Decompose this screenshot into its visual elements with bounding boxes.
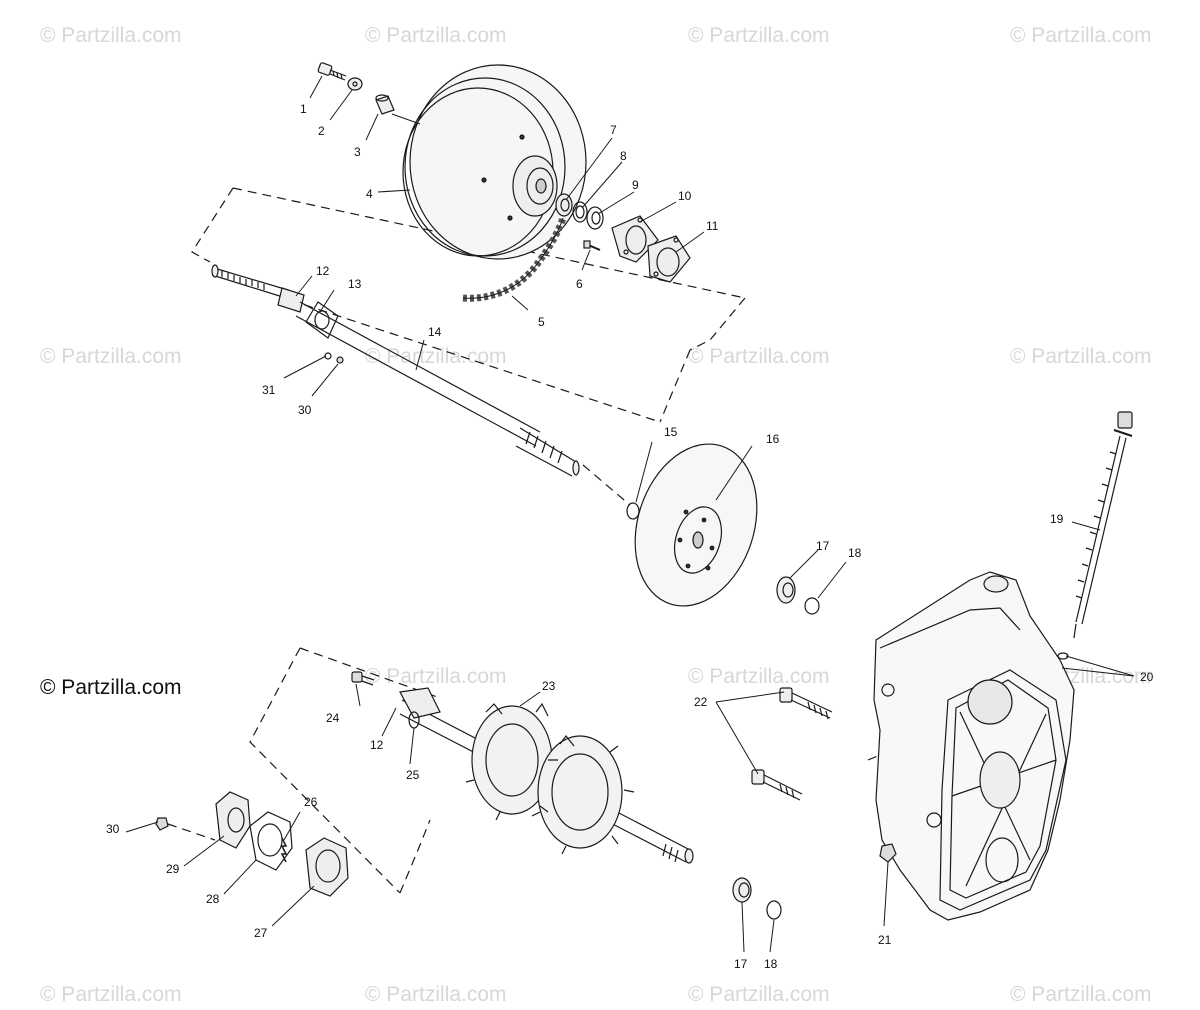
brake-disc-16 xyxy=(634,443,758,607)
bolt-22 xyxy=(751,687,833,801)
callout-7: 7 xyxy=(610,123,617,137)
callout-12: 12 xyxy=(316,264,330,278)
callout-21: 21 xyxy=(878,933,892,947)
watermark: © Partzilla.com xyxy=(365,24,507,47)
callout-30-lower: 30 xyxy=(106,822,120,836)
watermark: © Partzilla.com xyxy=(40,983,182,1006)
chaincase-housing xyxy=(873,571,1075,921)
spring-26 xyxy=(280,837,288,863)
drive-shaft-23 xyxy=(399,687,694,864)
callout-8: 8 xyxy=(620,149,627,163)
callout-27: 27 xyxy=(254,926,268,940)
watermark: © Partzilla.com xyxy=(688,665,830,688)
callout-5: 5 xyxy=(538,315,545,329)
flange-11 xyxy=(647,235,691,283)
bolt-24 xyxy=(351,671,375,686)
spacer-3 xyxy=(375,94,395,115)
callout-23: 23 xyxy=(542,679,556,693)
plate-13 xyxy=(305,301,339,339)
nut-21 xyxy=(879,843,897,863)
leader-lines xyxy=(125,75,1135,953)
driven-sprocket-4 xyxy=(402,64,587,260)
watermark: © Partzilla.com xyxy=(365,665,507,688)
callout-22: 22 xyxy=(694,695,708,709)
o-ring-18-lower xyxy=(766,900,782,920)
callout-24: 24 xyxy=(326,711,340,725)
callout-13: 13 xyxy=(348,277,362,291)
watermark: © Partzilla.com xyxy=(365,983,507,1006)
watermark: © Partzilla.com xyxy=(365,345,507,368)
snap-ring-15 xyxy=(626,502,640,520)
callout-31: 31 xyxy=(262,383,276,397)
watermark: © Partzilla.com xyxy=(688,24,830,47)
callout-18-lower: 18 xyxy=(764,957,778,971)
bolt-1 xyxy=(317,62,347,81)
chain-5 xyxy=(462,216,567,302)
callout-30: 30 xyxy=(298,403,312,417)
watermark: © Partzilla.com xyxy=(40,24,182,47)
o-ring-18 xyxy=(804,597,820,615)
callout-14: 14 xyxy=(428,325,442,339)
callout-17: 17 xyxy=(816,539,830,553)
callout-19: 19 xyxy=(1050,512,1064,526)
bearing-17 xyxy=(776,576,796,604)
callout-6: 6 xyxy=(576,277,583,291)
callout-26: 26 xyxy=(304,795,318,809)
callout-18: 18 xyxy=(848,546,862,560)
brand-label: © Partzilla.com xyxy=(40,676,182,699)
bearing-17-lower xyxy=(732,877,752,903)
callout-10: 10 xyxy=(678,189,692,203)
callout-20: 20 xyxy=(1140,670,1154,684)
callout-11: 11 xyxy=(706,219,719,233)
bearing-7 xyxy=(555,193,573,217)
screw-6 xyxy=(583,240,601,251)
flange-10 xyxy=(611,215,659,263)
callout-4: 4 xyxy=(366,187,373,201)
callout-12-lower: 12 xyxy=(370,738,384,752)
nut-30 xyxy=(336,356,344,364)
watermark: © Partzilla.com xyxy=(688,345,830,368)
watermark: © Partzilla.com xyxy=(40,345,182,368)
callout-9: 9 xyxy=(632,178,639,192)
callout-3: 3 xyxy=(354,145,361,159)
watermark: © Partzilla.com xyxy=(1010,345,1152,368)
callout-17-lower: 17 xyxy=(734,957,748,971)
watermark: © Partzilla.com xyxy=(688,983,830,1006)
washer-2 xyxy=(347,77,363,91)
callout-28: 28 xyxy=(206,892,220,906)
callout-labels: 1 2 3 4 5 6 7 8 9 10 11 12 13 14 31 30 1… xyxy=(106,102,1154,971)
jackshaft-14 xyxy=(211,264,580,477)
watermark: © Partzilla.com xyxy=(1010,983,1152,1006)
callout-25: 25 xyxy=(406,768,420,782)
callout-16: 16 xyxy=(766,432,780,446)
callout-15: 15 xyxy=(664,425,678,439)
callout-29: 29 xyxy=(166,862,180,876)
housing-27 xyxy=(305,837,349,897)
callout-2: 2 xyxy=(318,124,325,138)
washer-9 xyxy=(586,206,604,230)
watermark: © Partzilla.com xyxy=(1010,24,1152,47)
housing-29 xyxy=(215,791,251,849)
callout-1: 1 xyxy=(300,102,307,116)
washer-8 xyxy=(572,201,588,223)
nut-30-lower xyxy=(155,817,169,831)
